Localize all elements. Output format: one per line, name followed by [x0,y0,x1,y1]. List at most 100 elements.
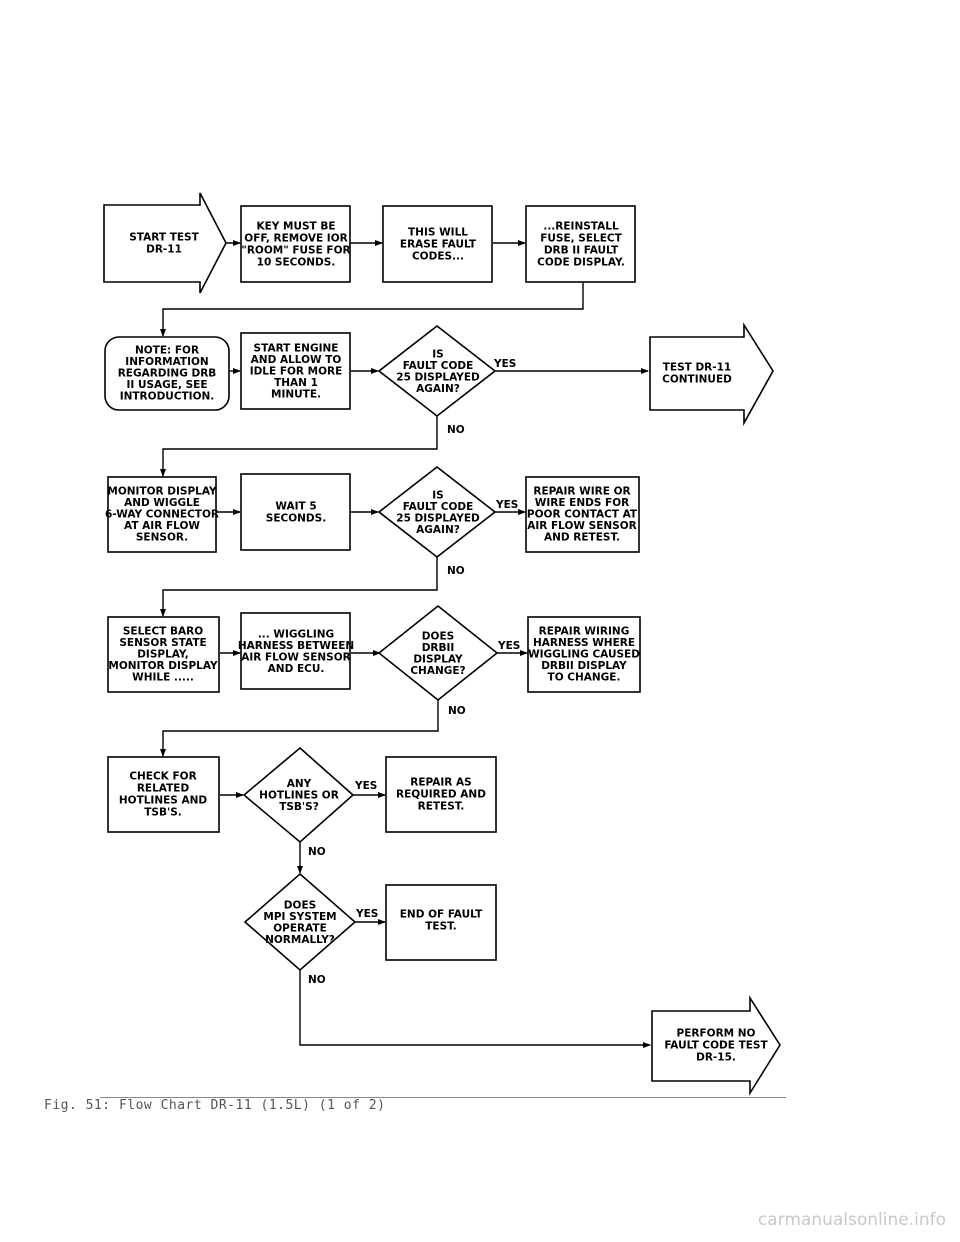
repair-req-node [385,756,497,833]
wiggling-line-3: AIR FLOW SENSOR [241,651,351,663]
start-test-node [103,192,227,294]
branch-labels: YES NO YES NO YES NO YES NO YES NO [308,358,520,986]
monitor-line-2: AND WIGGLE [124,497,200,509]
repair-wire-line-2: WIRE ENDS FOR [535,497,629,509]
repair-req-line-2: REQUIRED AND [396,789,486,801]
select-baro-line-3: DISPLAY, [137,649,189,661]
repair-wiring-line-2: HARNESS WHERE [533,637,635,649]
continued-line-1: TEST DR-11 [663,362,732,374]
dec1-line-1: IS [432,348,443,360]
note-line-3: REGARDING DRB [118,368,217,380]
start-engine-line-4: THAN 1 [274,377,318,389]
yes-label-3: YES [497,640,520,652]
dec4-line-1: ANY [287,778,312,790]
arrow-dec5-no [299,970,651,1048]
perform-line-1: PERFORM NO [677,1028,756,1040]
perform-line-2: FAULT CODE TEST [664,1040,768,1052]
start-engine-node [240,332,351,410]
start-line-1: START TEST [129,232,199,244]
select-baro-line-5: WHILE ..... [132,672,194,684]
continued-node [649,322,774,427]
start-engine-line-1: START ENGINE [254,343,339,355]
check-tsb-line-1: CHECK FOR [129,771,196,783]
key-off-line-3: "ROOM" FUSE FOR [241,245,350,257]
no-label-5: NO [308,974,326,986]
reinstall-node [525,205,636,283]
watermark: carmanualsonline.info [757,1210,946,1230]
repair-wire-node [525,476,640,553]
key-off-line-2: OFF, REMOVE IOR [244,233,347,245]
start-engine-line-2: AND ALLOW TO [251,354,342,366]
arrow-dec1-no [160,416,438,477]
continued-line-2: CONTINUED [662,374,732,386]
repair-wire-line-5: AND RETEST. [544,532,620,544]
monitor-node [107,476,217,553]
erase-line-3: CODES... [412,251,464,263]
monitor-line-5: SENSOR. [136,532,188,544]
check-tsb-line-3: HOTLINES AND [119,795,208,807]
dec2-line-2: FAULT CODE [403,501,474,513]
decision-5 [243,872,357,972]
check-tsb-line-2: RELATED [137,783,190,795]
key-off-node [240,205,351,283]
perform-line-3: DR-15. [696,1052,736,1064]
dec3-line-2: DRBII [422,642,455,654]
monitor-line-3: 6-WAY CONNECTOR [105,509,219,521]
select-baro-node [107,616,220,693]
repair-wiring-line-1: REPAIR WIRING [539,626,630,638]
wiggling-line-4: AND ECU. [268,663,325,675]
repair-wiring-node [527,616,641,693]
dec5-line-2: MPI SYSTEM [263,911,336,923]
start-engine-line-5: MINUTE. [271,389,321,401]
dec2-line-4: AGAIN? [416,524,460,536]
no-label-2: NO [447,565,465,577]
decision-4 [242,746,355,844]
dec2-line-3: 25 DISPLAYED [396,512,480,524]
dec5-line-1: DOES [284,899,316,911]
wiggling-node [240,612,351,690]
select-baro-line-1: SELECT BARO [123,626,203,638]
no-label-1: NO [447,424,465,436]
start-line-2: DR-11 [146,244,182,256]
dec1-line-3: 25 DISPLAYED [396,371,480,383]
erase-line-2: ERASE FAULT [400,239,477,251]
end-test-line-2: TEST. [425,921,456,933]
dec1-line-2: FAULT CODE [403,360,474,372]
repair-wiring-line-3: WIGGLING CAUSED [528,649,640,661]
shapes [103,192,781,1096]
note-line-4: II USAGE, SEE [126,379,207,391]
reinstall-line-3: DRB II FAULT [544,245,619,257]
repair-wire-line-1: REPAIR WIRE OR [533,486,630,498]
yes-label-2: YES [495,499,518,511]
key-off-line-1: KEY MUST BE [256,221,335,233]
dec5-line-4: NORMALLY? [265,934,335,946]
yes-label-4: YES [354,780,377,792]
no-label-3: NO [448,705,466,717]
dec3-line-4: CHANGE? [410,665,465,677]
note-line-5: INTRODUCTION. [120,391,215,403]
repair-req-line-3: RETEST. [418,801,465,813]
caption-rule [100,1097,786,1098]
select-baro-line-2: SENSOR STATE [119,637,206,649]
wiggling-line-2: HARNESS BETWEEN [238,640,354,652]
decision-3 [377,604,499,702]
repair-wiring-line-5: TO CHANGE. [548,672,621,684]
repair-req-line-1: REPAIR AS [410,777,471,789]
arrow-dec3-no [160,700,439,757]
wait-line-2: SECONDS. [266,513,326,525]
